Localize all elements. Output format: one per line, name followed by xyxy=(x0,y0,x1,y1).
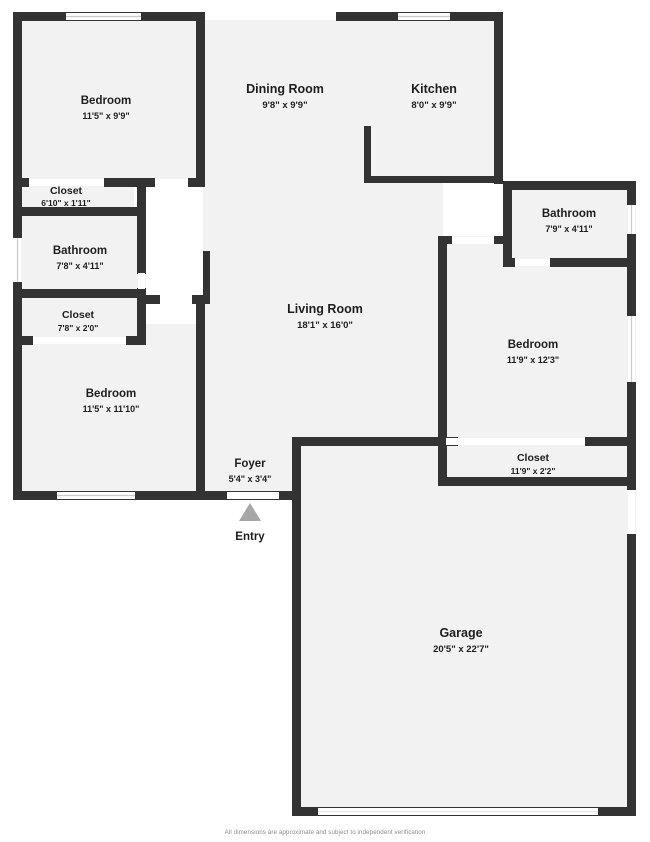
wall-interior-kitchen-vertical xyxy=(364,126,371,183)
wall-exterior-right-bathroom-upper xyxy=(627,181,636,205)
wall-interior-hall-door-right xyxy=(192,295,210,304)
wall-interior-closet-ml-bottom-right xyxy=(126,336,146,345)
wall-interior-bedroom-tl-right xyxy=(196,12,205,187)
wall-interior-bathroom-left-right-upper xyxy=(137,212,146,274)
room-label-closet-mid-left: Closet xyxy=(62,309,95,321)
wall-interior-hall-door-left xyxy=(146,295,160,304)
room-dims-closet-top-left: 6'10" x 1'11" xyxy=(41,198,90,208)
room-label-bathroom-left: Bathroom xyxy=(53,245,107,257)
door-bathroom-left xyxy=(138,273,145,289)
room-dims-bedroom-right: 11'9" x 12'3" xyxy=(507,355,559,365)
wall-exterior-right-bathroom-lower xyxy=(627,234,636,262)
door-bedroom-right-top xyxy=(452,237,494,244)
front-door xyxy=(227,492,279,499)
wall-exterior-top-bathroom-right xyxy=(503,181,636,190)
door-closet-top-left-b xyxy=(155,179,188,186)
wall-interior-foyer-right xyxy=(292,440,301,500)
room-label-bedroom-top-left: Bedroom xyxy=(81,95,131,107)
wall-exterior-left-bath-lower xyxy=(13,282,22,500)
windows xyxy=(14,13,635,815)
wall-interior-bedroom-right-top-left xyxy=(438,236,452,244)
window-garage-right xyxy=(628,490,635,534)
wall-exterior-right-kitchen xyxy=(494,12,503,184)
room-dims-bedroom-top-left: 11'5" x 9'9" xyxy=(82,111,129,121)
wall-exterior-left-upper xyxy=(13,12,22,187)
door-garage-to-closet xyxy=(446,438,458,445)
wall-interior-closet-tl-top-right xyxy=(104,178,155,187)
wall-interior-closet-tl-right xyxy=(137,178,146,216)
room-fill-bedroom-top-left xyxy=(14,13,205,186)
room-fills xyxy=(14,13,636,815)
room-dims-bedroom-bottom-left: 11'5" x 11'10" xyxy=(83,404,140,414)
room-fill-dining-kitchen xyxy=(203,13,503,183)
door-hall xyxy=(160,296,192,303)
room-dims-garage: 20'5" x 22'7" xyxy=(433,644,489,655)
room-dims-kitchen: 8'0" x 9'9" xyxy=(411,100,456,111)
room-dims-bathroom-right: 7'9" x 4'11" xyxy=(545,224,592,234)
wall-interior-bedroom-right-left xyxy=(438,236,447,444)
room-label-bedroom-right: Bedroom xyxy=(508,339,558,351)
door-closet-right xyxy=(458,438,585,445)
room-label-living-room: Living Room xyxy=(287,302,363,316)
room-label-dining-room: Dining Room xyxy=(246,82,324,96)
room-label-garage: Garage xyxy=(439,626,482,640)
room-fill-bathroom-left xyxy=(14,211,146,291)
room-dims-dining-room: 9'8" x 9'9" xyxy=(262,100,307,111)
room-label-bathroom-right: Bathroom xyxy=(542,208,596,220)
wall-interior-closet-tl-bottom xyxy=(13,207,146,216)
wall-interior-bedroom-bl-right xyxy=(196,296,205,500)
wall-interior-kitchen-horizontal xyxy=(364,176,503,183)
room-fill-bedroom-right xyxy=(440,236,636,444)
room-dims-closet-mid-left: 7'8" x 2'0" xyxy=(58,323,98,333)
room-label-kitchen: Kitchen xyxy=(411,82,457,96)
wall-interior-bedroom-right-top-right xyxy=(494,236,504,244)
door-closet-mid-left xyxy=(33,337,126,344)
room-label-bedroom-bottom-left: Bedroom xyxy=(86,388,136,400)
entry-label: Entry xyxy=(235,531,265,543)
room-label-closet-top-left: Closet xyxy=(50,185,83,197)
triangle-up-icon xyxy=(239,503,261,521)
wall-interior-closet-tl-top-left xyxy=(13,178,29,187)
wall-exterior-right-garage xyxy=(627,534,636,816)
room-fill-bedroom-bottom-left xyxy=(14,324,205,498)
room-label-closet-right: Closet xyxy=(517,452,550,464)
wall-exterior-right-bedroom-lower xyxy=(627,382,636,484)
wall-interior-bathroom-right-left xyxy=(503,181,512,267)
door-closet-top-left xyxy=(29,179,104,186)
wall-interior-closet-right-bottom xyxy=(438,477,636,486)
wall-interior-bathroom-left-bottom xyxy=(13,289,146,298)
room-dims-living-room: 18'1" x 16'0" xyxy=(297,320,353,331)
room-fill-living-room xyxy=(203,180,443,450)
room-fill-garage xyxy=(292,440,636,815)
wall-interior-living-bottom xyxy=(292,437,446,446)
disclaimer-text: All dimensions are approximate and subje… xyxy=(224,829,426,836)
door-bathroom-right-bottom xyxy=(515,259,550,266)
wall-exterior-left-garage xyxy=(292,440,301,816)
room-dims-closet-right: 11'9" x 2'2" xyxy=(511,466,556,476)
room-dims-bathroom-left: 7'8" x 4'11" xyxy=(56,261,103,271)
entry-marker-group xyxy=(239,503,261,521)
wall-interior-closet-right-left xyxy=(438,437,447,486)
wall-interior-closet-right-top-right xyxy=(585,437,636,446)
wall-interior-hall-stub xyxy=(203,251,210,301)
wall-interior-bathroom-right-bottom-right xyxy=(550,258,636,267)
wall-interior-closet-ml-right xyxy=(137,296,146,345)
wall-interior-closet-ml-bottom-left xyxy=(13,336,33,345)
room-labels: Bedroom 11'5" x 9'9" Closet 6'10" x 1'11… xyxy=(41,82,596,655)
room-fill-living-room-hall xyxy=(203,440,298,498)
room-dims-foyer: 5'4" x 3'4" xyxy=(229,474,272,484)
room-label-foyer: Foyer xyxy=(234,458,266,470)
opening-dining-top xyxy=(205,13,336,20)
wall-interior-closet-tl-top-far xyxy=(188,178,205,187)
wall-exterior-right-bedroom-upper xyxy=(627,256,636,316)
